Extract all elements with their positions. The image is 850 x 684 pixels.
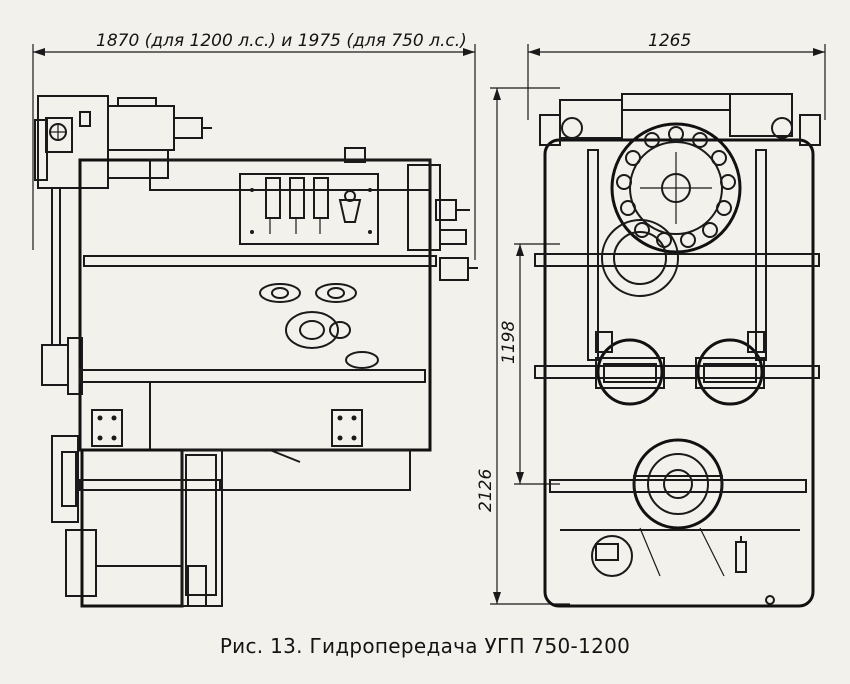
figure-caption: Рис. 13. Гидропередача УГП 750-1200 [219, 634, 631, 658]
dimension-length-label: 1870 (для 1200 л.с.) и 1975 (для 750 л.с… [96, 31, 467, 51]
dimension-height-inner: 1198 [499, 243, 560, 485]
dimension-width: 1265 [527, 31, 826, 120]
front-view [534, 93, 821, 608]
dimension-height-total-label: 2126 [476, 469, 496, 512]
dimension-height-inner-label: 1198 [499, 321, 519, 364]
dimension-height-total: 2126 [476, 87, 570, 605]
dimension-length: 1870 (для 1200 л.с.) и 1975 (для 750 л.с… [32, 31, 476, 260]
side-view [34, 95, 478, 608]
dimension-width-label: 1265 [648, 31, 691, 51]
